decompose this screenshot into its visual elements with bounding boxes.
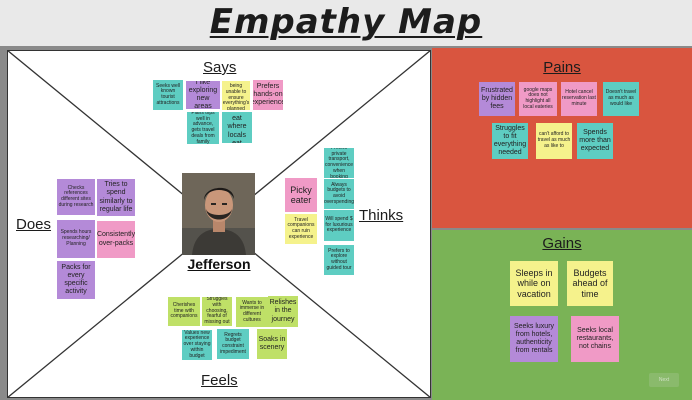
sticky-note[interactable]: can't afford to travel as much as like t… xyxy=(536,123,572,159)
sticky-note[interactable]: Hotel cancel reservation last minute xyxy=(561,82,597,116)
sticky-note[interactable]: Packs for every specific activity xyxy=(57,261,95,299)
says-label: Says xyxy=(203,59,237,76)
persona-portrait-icon xyxy=(182,173,255,255)
title-bar: Empathy Map xyxy=(0,0,692,46)
persona-name: Jefferson xyxy=(187,256,251,272)
sticky-note[interactable]: google maps does not highlight all local… xyxy=(519,82,557,116)
sticky-note[interactable]: Regrets budget constraint impediment xyxy=(217,329,249,359)
sticky-note[interactable]: Seeks well known tourist attractions xyxy=(153,80,183,110)
pains-panel: Pains Frustrated by hidden fees google m… xyxy=(432,48,692,228)
sticky-note[interactable]: Wants to eat where locals eat xyxy=(222,112,252,143)
map-title: Empathy Map xyxy=(209,2,483,42)
sticky-note[interactable]: Tries to spend similarly to regular life xyxy=(97,179,135,216)
empathy-map-panel: Says Thinks Does Feels Seeks well known … xyxy=(7,50,431,398)
sticky-note[interactable]: Frustrated by hidden fees xyxy=(479,82,515,116)
sticky-note[interactable]: Picky eater xyxy=(285,178,317,212)
sticky-note[interactable]: Prefers private transport, convenience w… xyxy=(324,148,354,178)
sticky-note[interactable]: Soaks in scenery xyxy=(257,329,287,359)
sticky-note[interactable]: Spends more than expected xyxy=(577,123,613,159)
pains-label: Pains xyxy=(543,59,581,76)
sticky-note[interactable]: Always budgets to avoid overspending xyxy=(324,179,354,209)
sticky-note[interactable]: Plans trips well in advance, gets travel… xyxy=(187,112,219,144)
sticky-note[interactable]: I like exploring new areas xyxy=(186,81,220,109)
sticky-note[interactable]: Seeks luxury from hotels, authenticity f… xyxy=(510,316,558,362)
sticky-note[interactable]: Doesn't travel as much as would like xyxy=(603,82,639,116)
sticky-note[interactable]: Wants to immerse in different cultures xyxy=(236,297,268,327)
persona-avatar xyxy=(182,173,255,255)
sticky-note[interactable]: Seeks local restaurants, not chains xyxy=(571,316,619,362)
sticky-note[interactable]: Budgets ahead of time xyxy=(567,261,613,306)
does-label: Does xyxy=(16,216,52,233)
sticky-note[interactable]: Will spend $ for luxurious experience xyxy=(324,210,354,241)
gains-panel: Gains Sleeps in while on vacation Budget… xyxy=(432,230,692,400)
gains-label: Gains xyxy=(542,235,582,252)
sticky-note[interactable]: Checks references different sites during… xyxy=(57,179,95,215)
sticky-note[interactable]: Sleeps in while on vacation xyxy=(510,261,558,306)
sticky-note[interactable]: Prefers to explore without guided tour xyxy=(324,245,354,275)
sticky-note[interactable]: Cherishes time with companions xyxy=(168,297,200,326)
sticky-note[interactable]: Struggles to fit everything needed xyxy=(492,123,528,159)
sticky-note[interactable]: Struggles with choosing, fearful of miss… xyxy=(202,297,232,326)
sticky-note[interactable]: Prefers hands-on experience xyxy=(253,80,283,110)
sticky-note[interactable]: Hates being unable to ensure everything'… xyxy=(222,81,250,110)
feels-label: Feels xyxy=(201,372,238,389)
sticky-note[interactable]: Consistently over-packs xyxy=(97,221,135,258)
sticky-note[interactable]: Relishes in the journey xyxy=(268,296,298,327)
sticky-note[interactable]: Values new experience over staying withi… xyxy=(182,330,212,360)
sticky-note[interactable]: Spends hours researching/ Planning xyxy=(57,220,95,258)
next-button[interactable]: Next xyxy=(649,373,679,387)
sticky-note[interactable]: Travel companions can ruin experience xyxy=(285,214,317,244)
thinks-label: Thinks xyxy=(359,207,404,224)
